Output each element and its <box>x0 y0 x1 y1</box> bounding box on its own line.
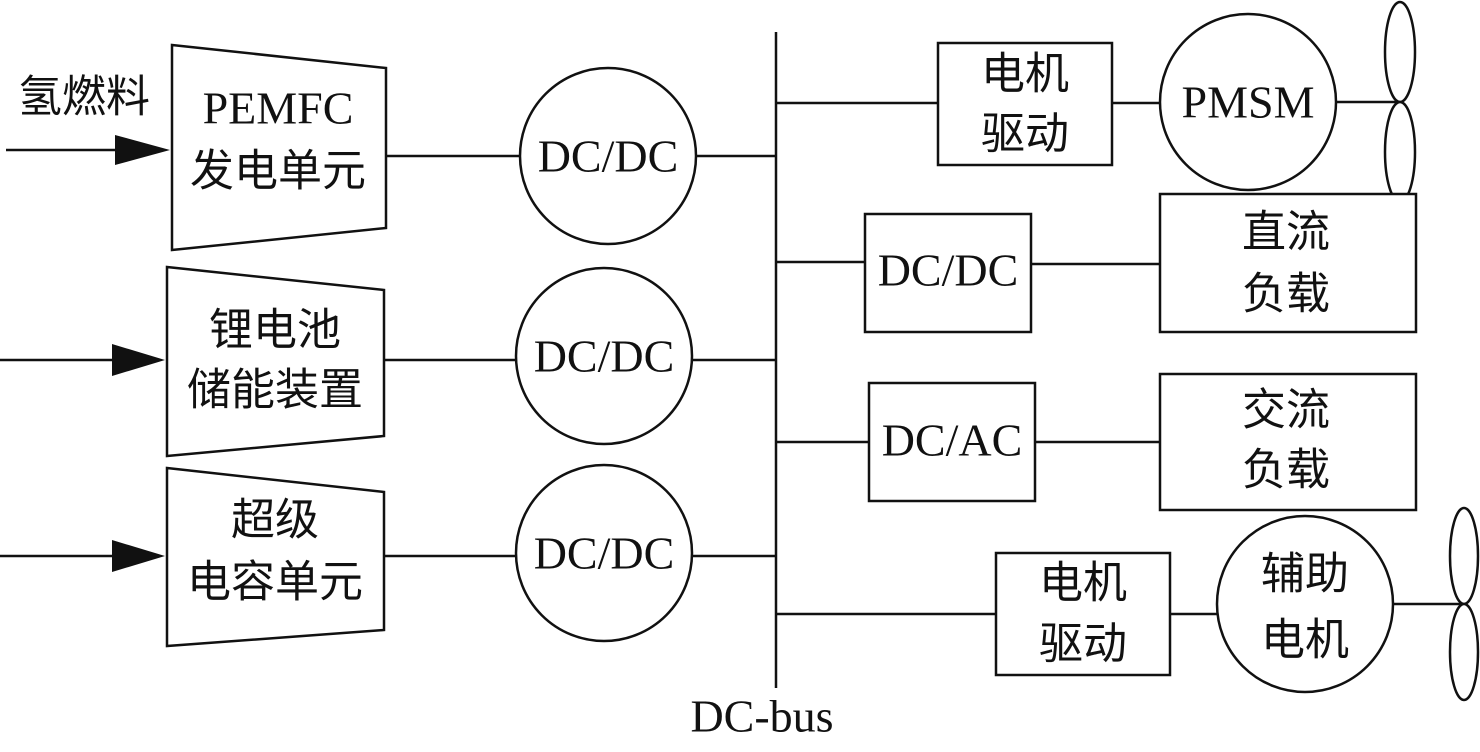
aux-driver-block <box>994 551 1172 677</box>
supercap-unit-line1: 超级 <box>231 496 319 545</box>
fuel-input-arrowhead-icon <box>115 135 170 165</box>
supercap-converter-circle <box>514 463 694 643</box>
battery-converter-circle <box>514 266 694 446</box>
pemfc-converter-label: DC/DC <box>538 131 679 182</box>
battery-input-arrowhead-icon <box>112 344 165 376</box>
dc-load-block <box>1158 192 1418 334</box>
load-dc: DC/DC 直流 负载 <box>776 192 1418 334</box>
battery-unit-block <box>165 265 386 458</box>
pemfc-unit-line2: 发电单元 <box>190 147 366 196</box>
supercap-unit-block <box>165 466 386 648</box>
load-ac: DC/AC 交流 负载 <box>776 372 1418 512</box>
dc-load-line1: 直流 <box>1242 208 1330 257</box>
pmsm-motor-label: PMSM <box>1182 77 1315 128</box>
supercap-unit-line2: 电容单元 <box>187 558 363 607</box>
propeller-blade-lower-icon <box>1383 100 1417 204</box>
source-pemfc: 氢燃料 PEMFC 发电单元 DC/DC <box>6 43 776 252</box>
ac-load-line1: 交流 <box>1242 386 1330 435</box>
source-lithium-battery: 锂电池 储能装置 DC/DC <box>0 265 776 458</box>
load-propulsion: 电机 驱动 PMSM <box>776 0 1417 204</box>
propulsion-driver-line2: 驱动 <box>981 110 1069 159</box>
battery-unit-line1: 锂电池 <box>209 306 341 355</box>
propulsion-driver-line1: 电机 <box>981 50 1069 99</box>
aux-propeller-blade-lower-icon <box>1448 602 1480 702</box>
dc-bus-label: DC-bus <box>690 691 833 742</box>
propeller-blade-upper-icon <box>1383 0 1417 104</box>
source-supercapacitor: 超级 电容单元 DC/DC <box>0 463 776 648</box>
aux-motor-line1: 辅助 <box>1261 550 1349 599</box>
supercap-converter-label: DC/DC <box>534 528 675 579</box>
battery-converter-label: DC/DC <box>534 331 675 382</box>
supercap-input-arrowhead-icon <box>112 540 165 572</box>
ac-load-converter-block <box>867 381 1037 503</box>
pemfc-unit-line1: PEMFC <box>203 83 354 134</box>
battery-unit-line2: 储能装置 <box>187 366 363 415</box>
aux-driver-line2: 驱动 <box>1039 620 1127 669</box>
dc-load-converter-block <box>863 212 1033 334</box>
ac-load-block <box>1158 372 1418 512</box>
pemfc-unit-block <box>170 43 388 252</box>
aux-propeller-blade-upper-icon <box>1448 506 1480 606</box>
hydrogen-fuel-label: 氢燃料 <box>18 73 150 122</box>
load-auxiliary: 电机 驱动 辅助 电机 <box>776 506 1480 702</box>
dc-load-converter-label: DC/DC <box>878 245 1019 296</box>
ac-load-line2: 负载 <box>1242 446 1330 495</box>
aux-motor-circle <box>1215 514 1395 694</box>
aux-driver-line1: 电机 <box>1039 559 1127 608</box>
aux-motor-line2: 电机 <box>1261 616 1349 665</box>
dc-load-line2: 负载 <box>1242 270 1330 319</box>
ac-load-converter-label: DC/AC <box>882 415 1023 466</box>
